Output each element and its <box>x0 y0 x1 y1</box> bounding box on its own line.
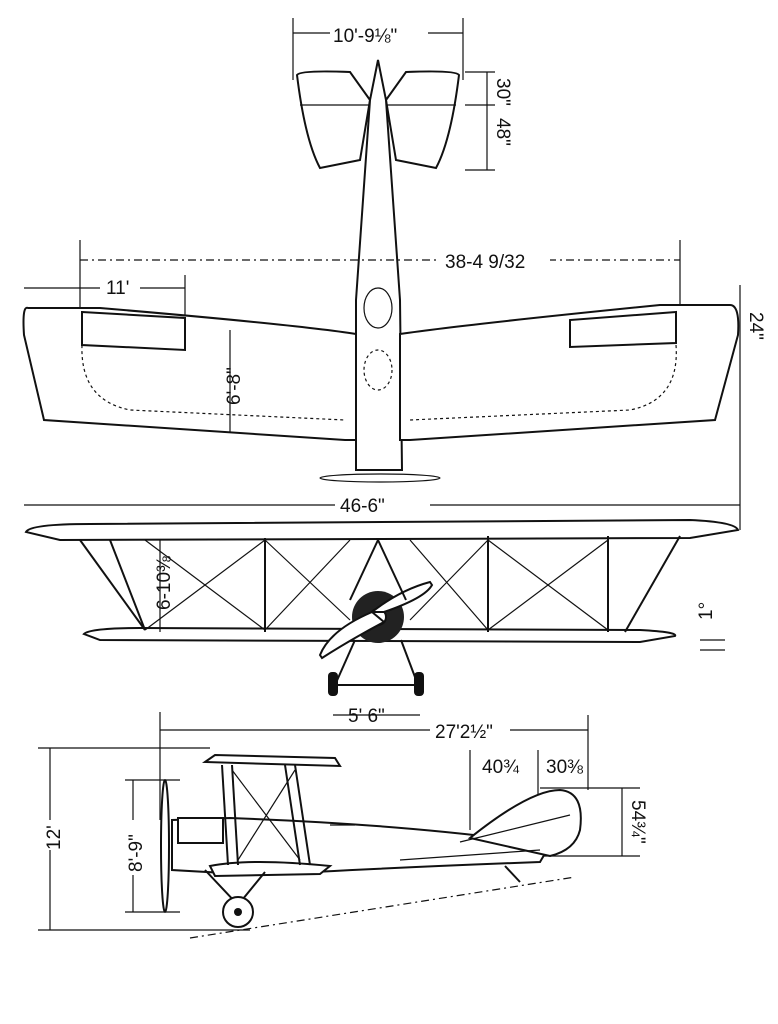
tail-chord-total-label: 48" <box>492 118 513 146</box>
overall-length-label: 27'2½" <box>435 722 493 743</box>
rudder-height-label: 54¾" <box>627 800 648 844</box>
overall-height-label: 12' <box>44 825 65 850</box>
tail-span-label: 10'-9⅛" <box>333 26 397 47</box>
top-view: 10'-9⅛" 30" 48" 38-4 9/32 11' 6'-8" 24" <box>22 18 766 483</box>
wing-gap-label: 6-10⅜ <box>154 556 175 610</box>
wheel-track-label: 5' 6" <box>348 706 385 727</box>
side-view: 27'2½" 40¾ 30⅜ 54¾" 12' 8'-9" <box>38 712 648 939</box>
tail-chord-front-label: 30" <box>492 78 513 106</box>
propeller-diameter-label: 8'-9" <box>126 834 147 872</box>
elevator-chord-label: 30⅜ <box>546 757 583 778</box>
wing-chord-label: 6'-8" <box>224 367 245 405</box>
overall-span-label: 46-6" <box>340 496 385 517</box>
aileron-length-label: 11' <box>106 278 129 299</box>
aileron-span-label: 38-4 9/32 <box>445 252 525 273</box>
stabilizer-chord-label: 40¾ <box>482 757 520 778</box>
dihedral-label: 1° <box>696 602 717 620</box>
front-view: 46-6" 6-10⅜ 1° 5' 6" <box>24 340 741 727</box>
wing-offset-label: 24" <box>745 312 766 340</box>
